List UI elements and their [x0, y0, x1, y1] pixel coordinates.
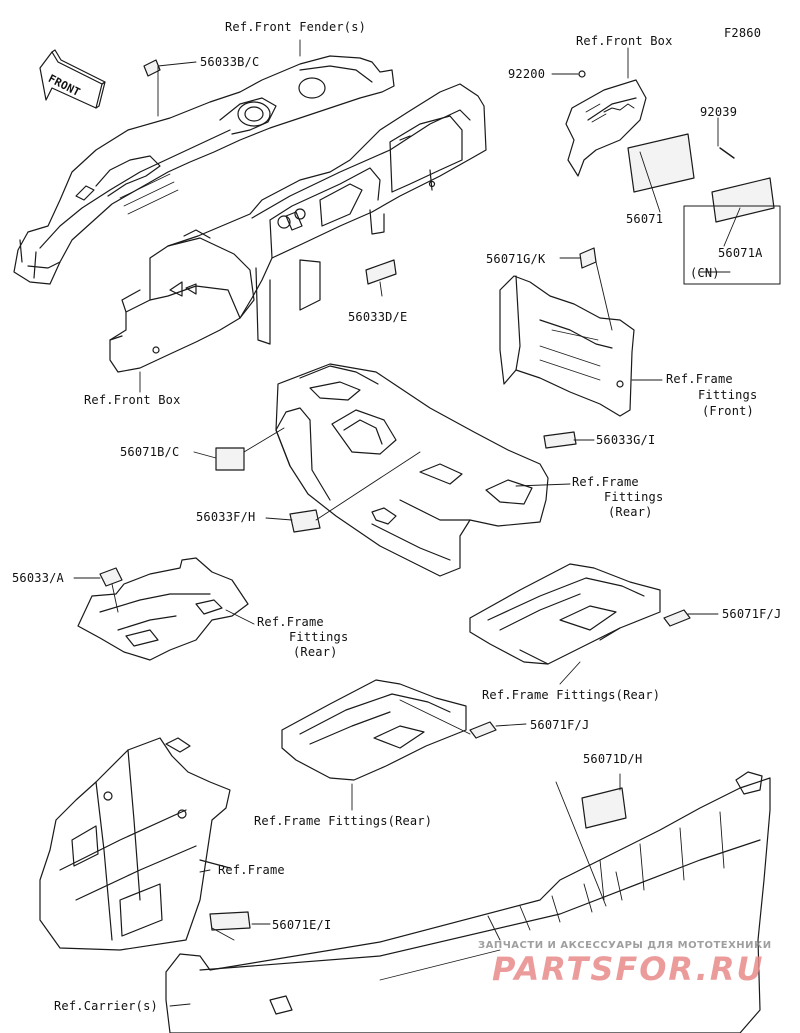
- label-cn: (CN): [690, 266, 720, 280]
- part-number-56071a: 56071A: [718, 246, 763, 260]
- label-plates-top-right: [627, 133, 781, 285]
- part-number-56071fj-mid: 56071F/J: [530, 718, 590, 732]
- part-number-56033fh: 56033F/H: [196, 510, 256, 524]
- part-number-56071fj-right: 56071F/J: [722, 607, 782, 621]
- carrier-bed-part: [165, 771, 771, 1033]
- part-number-56033bc: 56033B/C: [200, 55, 260, 69]
- label-ref-frame-rear-center-1: Ref.Frame: [572, 475, 639, 489]
- label-ref-frame-front-1: Ref.Frame: [666, 372, 733, 386]
- part-number-56071bc: 56071B/C: [120, 445, 180, 459]
- label-ref-frame-rear-left-3: (Rear): [293, 645, 338, 659]
- part-number-56071gk: 56071G/K: [486, 252, 546, 266]
- part-number-56033gi: 56033G/I: [596, 433, 656, 447]
- label-ref-frame-rear-left-2: Fittings: [289, 630, 349, 644]
- label-ref-front-fenders: Ref.Front Fender(s): [225, 20, 367, 34]
- label-ref-frame-rear-right: Ref.Frame Fittings(Rear): [482, 688, 661, 702]
- label-ref-frame-front-2: Fittings: [698, 388, 758, 402]
- watermark-tagline: ЗАПЧАСТИ И АКСЕССУАРЫ ДЛЯ МОТОТЕХНИКИ: [478, 940, 772, 951]
- label-ref-frame-rear-center-3: (Rear): [608, 505, 653, 519]
- center-console-part: [275, 363, 549, 577]
- floor-tray-right-part: [469, 563, 691, 665]
- floor-tray-mid-part: [281, 679, 497, 781]
- label-ref-frame-rear-center-2: Fittings: [604, 490, 664, 504]
- watermark-brand: PARTSFOR.RU: [492, 950, 765, 988]
- leader-lines: [73, 39, 741, 1007]
- front-box-cover-part: [565, 70, 735, 177]
- label-ref-frame-rear-left-1: Ref.Frame: [257, 615, 324, 629]
- label-ref-front-box-left: Ref.Front Box: [84, 393, 181, 407]
- label-ref-front-box-top: Ref.Front Box: [576, 34, 673, 48]
- label-ref-frame: Ref.Frame: [218, 863, 285, 877]
- vehicle-frame-part: [39, 737, 231, 951]
- part-number-56071dh: 56071D/H: [583, 752, 643, 766]
- under-tray-part: [77, 557, 249, 661]
- part-number-56033de: 56033D/E: [348, 310, 408, 324]
- sticker-labels: [143, 59, 627, 931]
- dashboard-cover-part: [13, 55, 395, 285]
- frame-fittings-front-panel: [499, 247, 635, 417]
- part-number-92200: 92200: [508, 67, 546, 81]
- label-ref-carriers: Ref.Carrier(s): [54, 999, 158, 1013]
- part-number-92039: 92039: [700, 105, 738, 119]
- front-arrow-icon: [39, 49, 106, 109]
- part-number-56033a: 56033/A: [12, 571, 64, 585]
- part-number-56071ei: 56071E/I: [272, 918, 332, 932]
- figure-code: F2860: [724, 26, 762, 40]
- part-number-56071: 56071: [626, 212, 664, 226]
- front-box-frame-part: [109, 83, 487, 373]
- label-ref-frame-front-3: (Front): [702, 404, 754, 418]
- label-ref-frame-rear-mid: Ref.Frame Fittings(Rear): [254, 814, 433, 828]
